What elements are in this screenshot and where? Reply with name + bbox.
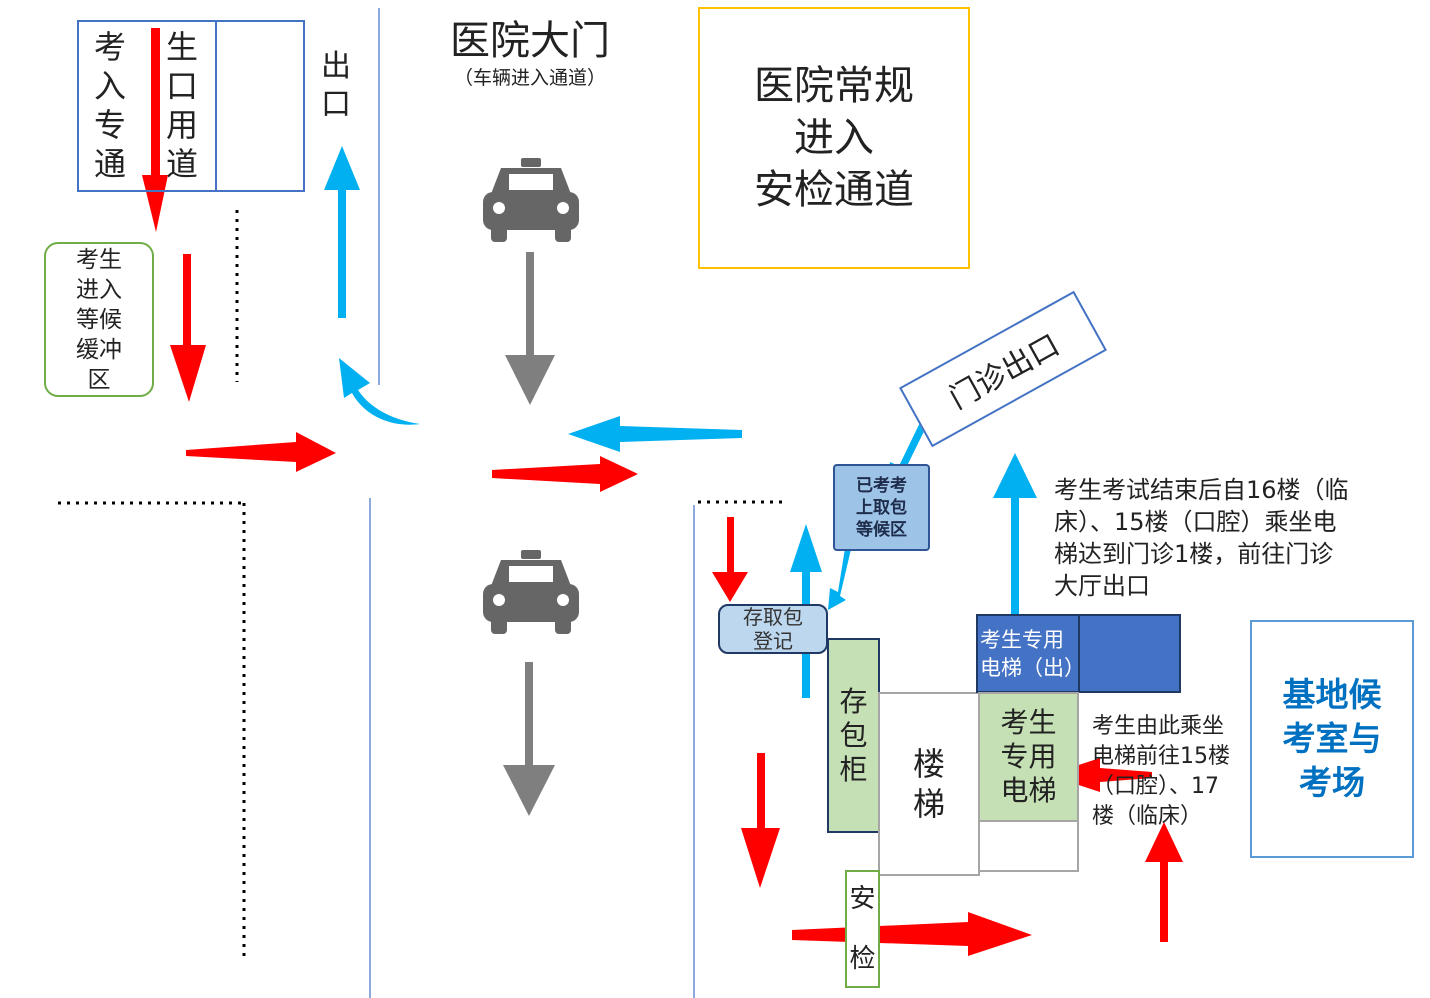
lane-char: 入 [93, 67, 126, 105]
lane-char: 通 [93, 145, 126, 183]
security-check: 安 检 [845, 870, 880, 988]
lane-char: 道 [165, 145, 198, 183]
gray-arrow-down [505, 252, 555, 405]
locker-char: 柜 [839, 752, 868, 786]
exit-label: 出 口 [316, 46, 356, 126]
exit-char: 出 [321, 49, 351, 84]
lane-divider-box [215, 20, 305, 192]
lane-text-col-1: 考 入 专 通 [88, 26, 132, 186]
blue-arrow-down-left [828, 542, 852, 610]
red-arrow-down [741, 753, 780, 888]
stairs: 楼 梯 [878, 692, 980, 876]
gate-title: 医院大门 [450, 18, 610, 64]
blue-arrow-curve [339, 358, 420, 425]
gate-subtitle: （车辆进入通道） [453, 67, 606, 89]
taxi-icon [483, 550, 579, 634]
locker-char: 存 [839, 684, 868, 718]
red-arrow-right [186, 432, 336, 472]
red-arrow-down [170, 254, 206, 402]
locker-char: 包 [839, 718, 868, 752]
elevator-lobby-block [978, 820, 1079, 872]
red-arrow-up [1145, 822, 1183, 942]
lane-char: 考 [93, 28, 126, 66]
elevator-route-note: 考生由此乘坐 电梯前往15楼 （口腔）、17 楼（临床） [1092, 714, 1230, 829]
blue-arrow-up [324, 146, 360, 318]
security-char: 安 [849, 884, 876, 914]
bag-locker: 存 包 柜 [827, 638, 880, 833]
lane-text-col-2: 生 口 用 道 [160, 26, 204, 186]
red-arrow-down [142, 28, 168, 232]
base-waiting-room: 基地候 考室与 考场 [1250, 620, 1414, 858]
lane-char: 专 [93, 106, 126, 144]
bag-register-desk: 存取包 登记 [718, 604, 828, 654]
red-arrow-down [712, 517, 748, 602]
lane-char: 用 [165, 106, 198, 144]
blue-arrow-up [993, 453, 1037, 614]
exam-elevator-exit: 考生专用 电梯（出） [976, 614, 1085, 693]
gray-arrow-down [503, 662, 555, 816]
buffer-waiting-area: 考生 进入 等候 缓冲 区 [44, 242, 154, 397]
stairs-char: 楼 [912, 745, 945, 783]
elevator-shaft-block [1078, 614, 1181, 693]
lane-char: 生 [165, 28, 198, 66]
red-arrow-right [792, 912, 1032, 956]
lane-char: 口 [165, 67, 198, 105]
taxi-icon [483, 158, 579, 242]
exit-route-note: 考生考试结束后自16楼（临 床）、15楼（口腔）乘坐电 梯达到门诊1楼，前往门诊… [1054, 476, 1349, 600]
blue-arrow-left [568, 416, 742, 452]
exit-char: 口 [321, 87, 351, 122]
routine-security-entry: 医院常规 进入 安检通道 [698, 7, 970, 269]
exam-elevator-entry: 考生 专用 电梯 [978, 692, 1079, 822]
security-char: 检 [849, 944, 876, 974]
bag-pickup-waiting-area: 已考考 上取包 等候区 [833, 464, 930, 551]
red-arrow-right [492, 456, 638, 492]
stairs-char: 梯 [912, 785, 945, 823]
